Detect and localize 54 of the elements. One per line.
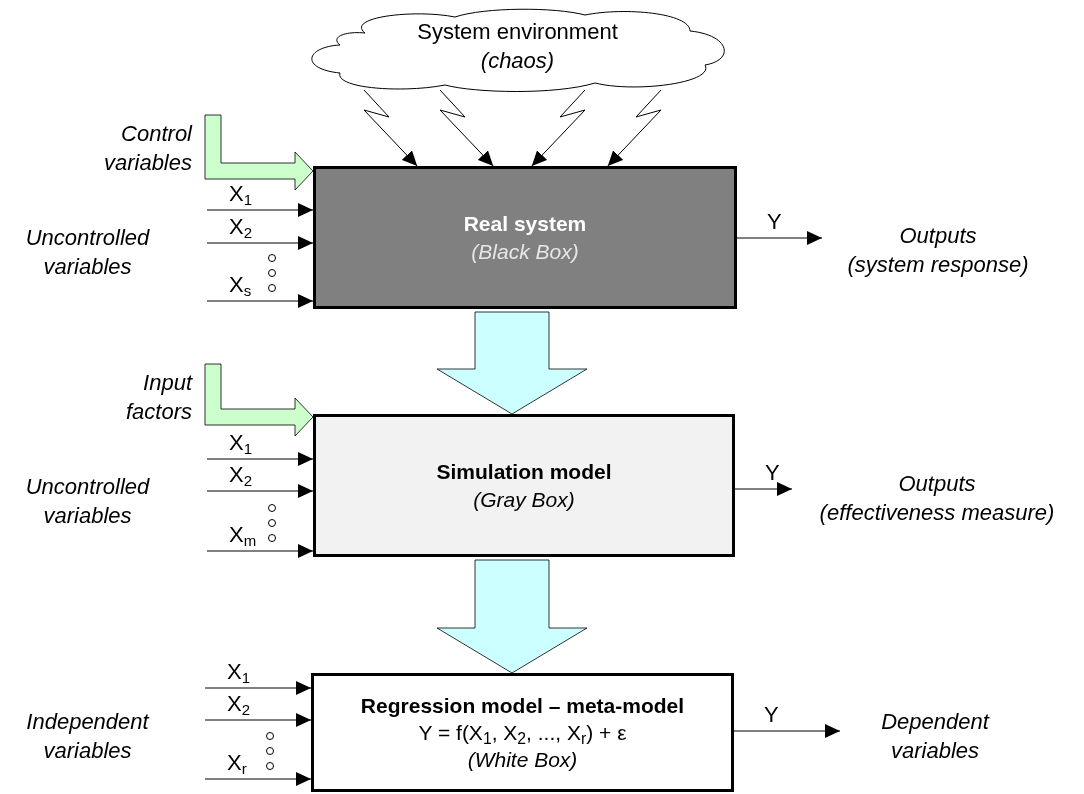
input-arrow: [206, 203, 314, 217]
edge-label: X$_{s}$: [229, 274, 252, 296]
side-label: Control variables: [102, 120, 192, 177]
edge-label: X$_{1}$: [227, 661, 251, 683]
block-arrow: [436, 311, 588, 415]
side-label: (system response): [847, 251, 1029, 279]
box-subtitle: (Gray Box): [473, 486, 575, 513]
box-subtitle: (Black Box): [471, 238, 579, 265]
input-arrow: [206, 452, 314, 466]
formula-text: Y = f(X$_{1}$, X$_{2}$, ..., X$_{r}$) + ε: [418, 719, 627, 747]
side-label: Input factors: [124, 369, 192, 426]
input-arrow: [206, 544, 314, 558]
cloud-title: System environment: [417, 18, 618, 47]
lightning-arrow: [607, 89, 662, 167]
edge-label: X$_{2}$: [229, 216, 253, 238]
block-arrow: [436, 559, 588, 674]
edge-label: Y: [767, 211, 782, 233]
side-label: Uncontrolled variables: [24, 224, 151, 281]
process-box: [311, 673, 734, 792]
bent-block-arrow: [204, 363, 314, 437]
side-label: Outputs: [899, 222, 977, 251]
edge-label: X$_{1}$: [229, 432, 253, 454]
edge-label: X$_{m}$: [229, 524, 257, 546]
process-box: [313, 166, 737, 309]
input-arrow: [204, 713, 312, 727]
lightning-arrow: [531, 89, 586, 167]
box-title: Regression model – meta-model: [360, 692, 685, 719]
output-arrow: [734, 482, 793, 496]
side-label: Uncontrolled variables: [24, 473, 151, 530]
edge-label: X$_{2}$: [229, 464, 253, 486]
bent-block-arrow: [204, 114, 314, 191]
edge-label: X$_{1}$: [229, 183, 253, 205]
edge-label: Y: [765, 462, 780, 484]
edge-label: Y: [764, 704, 779, 726]
side-label: Outputs: [898, 470, 976, 499]
cloud-subtitle: (chaos): [480, 47, 555, 75]
box-title: Real system: [463, 211, 587, 238]
side-label: Independent variables: [25, 708, 151, 765]
box-title: Simulation model: [436, 459, 612, 486]
edge-label: X$_{r}$: [227, 752, 247, 774]
output-arrow: [733, 724, 841, 738]
side-label: Dependent variables: [880, 708, 991, 765]
box-subtitle: (White Box): [467, 747, 578, 774]
output-arrow: [736, 231, 823, 245]
input-arrow: [204, 772, 312, 786]
input-arrow: [206, 236, 314, 250]
lightning-arrow: [363, 89, 418, 167]
input-arrow: [206, 294, 314, 308]
input-arrow: [204, 681, 312, 695]
input-arrow: [206, 484, 314, 498]
edge-label: X$_{2}$: [227, 693, 251, 715]
process-box: [313, 414, 735, 557]
side-label: (effectiveness measure): [819, 499, 1055, 527]
lightning-arrow: [439, 89, 494, 167]
